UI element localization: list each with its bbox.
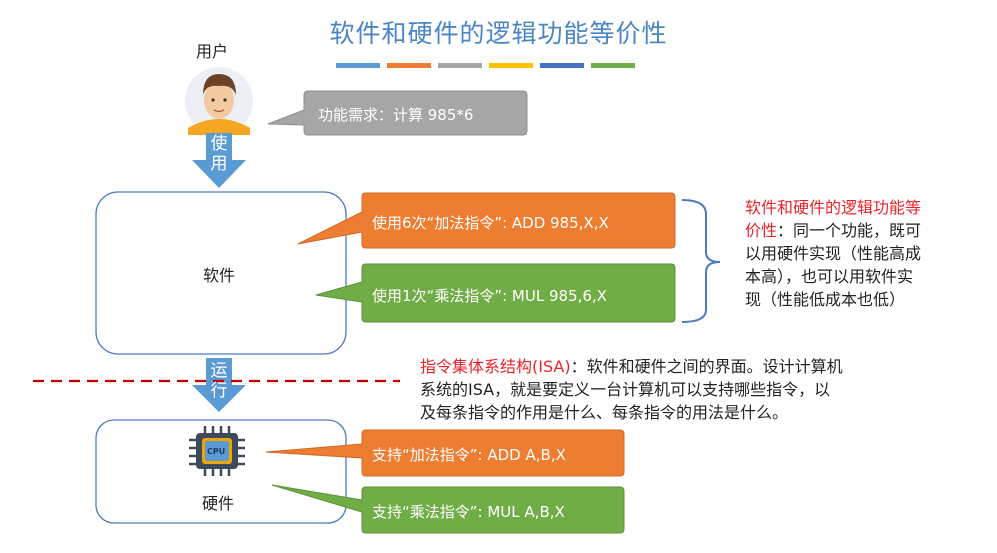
color-bar — [489, 63, 533, 68]
user-label: 用户 — [196, 42, 229, 61]
run-arrow-text: 运 行 — [208, 361, 230, 401]
use-char-2: 用 — [210, 154, 228, 174]
run-char-2: 行 — [210, 381, 228, 401]
requirement-callout — [267, 90, 528, 136]
hw-mul-callout — [271, 484, 625, 534]
equivalence-note-line3: 以用硬件实现（性能高成 — [745, 244, 922, 263]
equivalence-note-line5: 现（性能低成本也低） — [745, 290, 906, 309]
equivalence-note: 软件和硬件的逻辑功能等 价性：同一个功能，既可 以用硬件实现（性能高成 本高），… — [745, 196, 975, 311]
color-bar — [336, 63, 380, 68]
equivalence-note-line2-red: 价性 — [745, 221, 778, 240]
requirement-text: 功能需求：计算 985*6 — [318, 106, 474, 124]
sw-mul-text: 使用1次“乘法指令”: MUL 985,6,X — [372, 287, 607, 305]
equivalence-note-line2: 价性：同一个功能，既可 — [745, 219, 975, 242]
sw-add-text: 使用6次“加法指令”: ADD 985,X,X — [372, 214, 609, 232]
brace — [681, 199, 721, 323]
sw-mul-callout — [315, 263, 676, 323]
title-color-bars — [336, 63, 635, 68]
isa-note-red: 指令集体系结构(ISA) — [420, 357, 571, 376]
equivalence-note-line2-rest: ：同一个功能，既可 — [777, 221, 922, 240]
cpu-chip-text: CPU — [207, 447, 226, 456]
isa-note: 指令集体系结构(ISA)：软件和硬件之间的界面。设计计算机 系统的ISA，就是要… — [420, 355, 960, 424]
hw-add-text: 支持“加法指令”: ADD A,B,X — [372, 446, 566, 464]
color-bar — [591, 63, 635, 68]
hardware-label: 硬件 — [202, 494, 235, 513]
software-label: 软件 — [203, 266, 236, 285]
software-box — [95, 191, 347, 355]
isa-note-line3: 及每条指令的作用是什么、每条指令的用法是什么。 — [420, 403, 789, 422]
use-char-1: 使 — [210, 134, 228, 154]
hw-mul-text: 支持“乘法指令”: MUL A,B,X — [372, 503, 565, 521]
page-title: 软件和硬件的逻辑功能等价性 — [329, 19, 668, 48]
cpu-chip-icon — [189, 426, 245, 476]
isa-note-line2: 系统的ISA，就是要定义一台计算机可以支持哪些指令，以 — [420, 380, 831, 399]
use-arrow-text: 使 用 — [208, 134, 230, 174]
color-bar — [540, 63, 584, 68]
run-char-1: 运 — [210, 361, 228, 381]
use-arrow — [192, 133, 246, 188]
user-avatar-icon — [185, 67, 253, 135]
color-bar — [387, 63, 431, 68]
run-arrow — [192, 358, 246, 412]
sw-add-callout — [297, 192, 676, 249]
isa-note-line1: 指令集体系结构(ISA)：软件和硬件之间的界面。设计计算机 — [420, 355, 960, 378]
color-bar — [438, 63, 482, 68]
isa-note-line1-rest: ：软件和硬件之间的界面。设计计算机 — [570, 357, 843, 376]
equivalence-note-line1: 软件和硬件的逻辑功能等 — [745, 198, 922, 217]
equivalence-note-line4: 本高），也可以用软件实 — [745, 267, 914, 286]
hw-add-callout — [265, 429, 625, 477]
